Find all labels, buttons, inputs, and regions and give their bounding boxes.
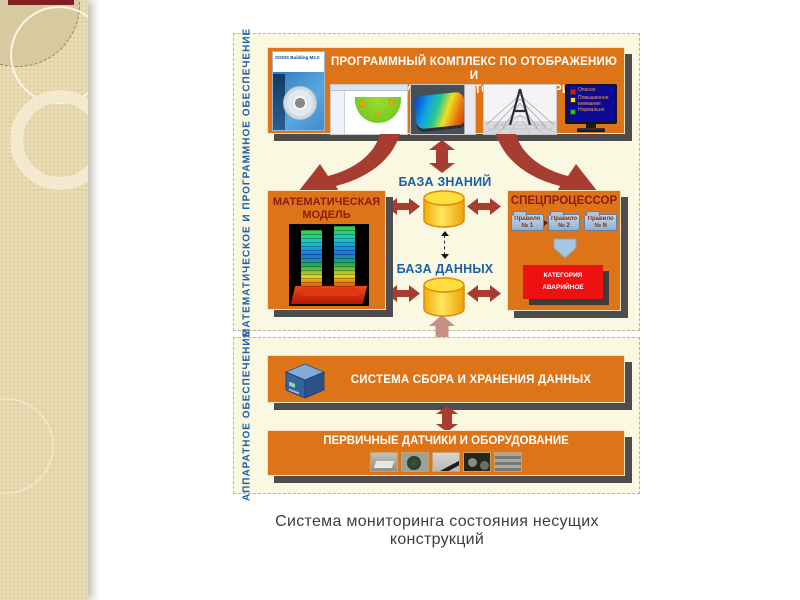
dashed-link-knowledgebase-database [439,231,451,259]
legend-row: Нормально [568,107,614,115]
slide-caption: Система мониторинга состояния несущих ко… [275,513,599,548]
rule-link-arrow-icon [543,219,548,226]
knowledge-base-label: БАЗА ЗНАНИЙ [398,175,492,189]
fem-towers-image [289,224,369,306]
legend-label-normal: Нормально [578,107,605,113]
screenshot-toolbar [331,85,407,91]
decorative-ring [10,90,88,190]
knowledge-base-cylinder-icon [423,190,465,228]
category-label: КАТЕГОРИЯ [543,272,583,279]
rules-row: Правило № 1 Правило № 2 Правило № N [511,211,618,231]
rule1-line1: Правило [514,216,541,222]
product-name: SODIS Building M2.0 [275,55,323,60]
sensor-photo [401,452,429,472]
sensors-box: ПЕРВИЧНЫЕ ДАТЧИКИ И ОБОРУДОВАНИЕ [267,430,625,476]
rule2-line2: № 2 [558,223,570,229]
rule-link-dash-icon [580,219,585,226]
spec-processor-title: СПЕЦПРОЦЕССОР [510,195,618,207]
sensor-photo [463,452,491,472]
gis-map-screenshot [330,84,408,135]
arrow-down-icon [441,254,449,259]
tower-model [334,226,355,290]
legend-label-danger: Опасно [578,87,596,93]
rule-folder-icon: Правило № 1 [511,211,544,231]
building-image [273,74,285,130]
sensors-title: ПЕРВИЧНЫЕ ДАТЧИКИ И ОБОРУДОВАНИЕ [323,435,569,447]
product-cover-header: SODIS Building M2.0 [273,52,324,72]
monitor-stand [586,124,596,128]
bridge-wireframe [484,85,556,134]
software-section-label: МАТЕМАТИЧЕСКОЕ И ПРОГРАММНОЕ ОБЕСПЕЧЕНИЕ [241,27,253,337]
hotspot [375,111,379,115]
hardware-section-panel: АППАРАТНОЕ ОБЕСПЕЧЕНИЕ СИСТЕМА СБОРА И Х… [233,329,640,502]
rule2-line1: Правило [550,216,578,222]
monitor-base [577,128,605,132]
product-name-line1: SODIS Building [275,55,309,60]
rule3-line2: № N [594,223,608,229]
math-model-box: МАТЕМАТИЧЕСКАЯ МОДЕЛЬ [267,190,386,310]
tower-model [301,230,322,290]
decorative-ring [0,398,54,494]
dashed-line [444,235,445,255]
database-cylinder-icon [423,277,465,317]
sensor-photo [494,452,522,472]
math-model-title-line1: МАТЕМАТИЧЕСКАЯ [272,196,381,208]
category-alert-box: КАТЕГОРИЯ АВАРИЙНОЕ [523,265,603,299]
product-name-line2: M2.0 [309,55,320,60]
decorative-sidebar [0,0,88,600]
double-arrow-math-database [386,285,420,302]
legend-label-attention: Повышенное внимание [578,95,609,107]
monitor-screen: Опасно Повышенное внимание Нормально [565,84,617,124]
database-label: БАЗА ДАННЫХ [396,262,494,276]
legend-row: Опасно [568,87,614,95]
rule3-line1: Правило [587,216,614,222]
legend-row: Повышенное внимание [568,95,614,107]
program-complex-title-line1: ПРОГРАММНЫЙ КОМПЛЕКС ПО ОТОБРАЖЕНИЮ И [330,56,618,82]
curved-arrow-to-math-model [298,134,400,198]
hotspot [389,99,395,105]
cd-disc-icon [283,86,317,120]
double-arrow-program-knowledgebase [429,140,455,173]
rule-folder-icon: Правило № 2 [547,211,581,231]
hardware-section-label: АППАРАТНОЕ ОБЕСПЕЧЕНИЕ [241,329,253,502]
screenshot-side-panel [331,91,345,134]
program-complex-box: SODIS Building M2.0 ПРОГРАММНЫЙ КОМПЛЕКС… [267,47,625,135]
sensor-photo [370,452,398,472]
bridge-model-screenshot [483,84,557,135]
rule-folder-icon: Правило № N [584,211,618,231]
double-arrow-math-knowledgebase [386,198,420,215]
math-model-title: МАТЕМАТИЧЕСКАЯ МОДЕЛЬ [268,196,385,222]
software-section-panel: МАТЕМАТИЧЕСКОЕ И ПРОГРАММНОЕ ОБЕСПЕЧЕНИЕ… [233,27,640,337]
decorative-red-bar [8,0,74,5]
danger-color-swatch [570,89,576,95]
normal-color-swatch [570,109,576,115]
double-arrow-database-spec [467,285,501,302]
double-arrow-knowledgebase-spec [467,198,501,215]
hotspot [359,101,365,107]
rule1-line2: № 1 [521,223,534,229]
math-model-title-line2: МОДЕЛЬ [302,209,351,221]
heatmap-model [413,91,467,130]
double-arrow-storage-sensors [436,406,458,432]
sensor-photos-row [268,452,624,472]
attention-color-swatch [570,97,576,103]
server-icon [284,363,326,399]
spec-processor-box: СПЕЦПРОЦЕССОР Правило № 1 Правило № 2 Пр… [507,190,621,311]
data-storage-title: СИСТЕМА СБОРА И ХРАНЕНИЯ ДАННЫХ [350,374,592,386]
screenshot-side-panel [464,85,475,134]
arrow-up-icon [441,231,449,236]
curved-arrow-to-spec-processor [496,134,598,198]
fem-heatmap-screenshot [410,84,476,135]
spec-result-arrow-icon [553,238,577,259]
software-product-box-image: SODIS Building M2.0 [272,51,325,131]
sensor-photo [432,452,460,472]
data-storage-box: СИСТЕМА СБОРА И ХРАНЕНИЯ ДАННЫХ [267,355,625,403]
emergency-label: АВАРИЙНОЕ [542,284,584,291]
status-monitor: Опасно Повышенное внимание Нормально [565,84,617,134]
site-plan-map [355,97,401,123]
